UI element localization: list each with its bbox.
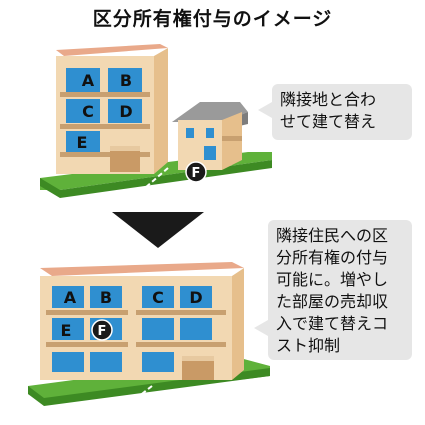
top-window-b — [108, 68, 142, 92]
top-ground-side — [40, 178, 60, 198]
callout-bottom-line: 入で建て替えコ — [276, 314, 389, 333]
top-apartment-door — [110, 150, 140, 172]
top-lot-boundary — [137, 167, 169, 195]
bottom-unit-badge-f — [91, 319, 113, 341]
callout-bottom-line: 可能に。増やし — [276, 270, 389, 289]
bottom-unit-label-b: B — [100, 288, 112, 307]
top-window-e — [66, 131, 100, 152]
top-unit-label-d: D — [119, 102, 132, 121]
top-unit-label-b: B — [120, 71, 132, 90]
callout-bottom-line: スト抑制 — [276, 336, 341, 355]
bottom-unit-label-a: A — [64, 288, 77, 307]
bottom-lot-boundary — [123, 385, 153, 409]
top-house: F — [172, 102, 248, 183]
diagram-title: 区分所有権付与のイメージ — [92, 8, 333, 30]
callout-bottom-line: 隣接住民への区 — [276, 226, 389, 245]
callout-bottom: 隣接住民への区 分所有権の付与 可能に。増やし た部屋の売却収 入で建て替えコ … — [254, 220, 412, 360]
bottom-unit-label-c: C — [152, 288, 164, 307]
bottom-unit-label-f: F — [98, 324, 107, 339]
top-house-label-f: F — [192, 166, 201, 181]
top-window-c — [66, 99, 100, 123]
callout-top-line: せて建て替え — [280, 112, 377, 131]
top-window-a — [66, 68, 100, 92]
top-house-badge — [185, 161, 207, 183]
bottom-unit-label-d: D — [189, 288, 202, 307]
bottom-window-a — [52, 286, 84, 308]
bottom-window-c — [142, 286, 174, 308]
bottom-scene: A B C D E F — [28, 262, 270, 409]
top-window-d — [108, 99, 142, 123]
bottom-window-e — [52, 318, 84, 340]
top-unit-label-a: A — [82, 71, 95, 90]
callout-bottom-line: 分所有権の付与 — [276, 248, 389, 267]
callout-top-line: 隣接地と合わ — [280, 90, 377, 109]
down-arrow — [112, 212, 204, 248]
top-scene: A B C D E F — [40, 44, 272, 198]
bottom-window-d — [180, 286, 212, 308]
top-unit-label-e: E — [77, 133, 88, 152]
bottom-unit-label-e: E — [61, 321, 72, 340]
bottom-apartment-building: A B C D E F — [40, 262, 244, 380]
bottom-apartment-door — [182, 360, 214, 380]
callout-top: 隣接地と合わ せて建て替え — [258, 84, 412, 140]
top-unit-label-c: C — [82, 102, 94, 121]
top-apartment-building: A B C D E — [56, 44, 168, 174]
bottom-ground-side — [28, 386, 44, 406]
callout-bottom-line: た部屋の売却収 — [276, 292, 389, 311]
bottom-window-b — [90, 286, 122, 308]
